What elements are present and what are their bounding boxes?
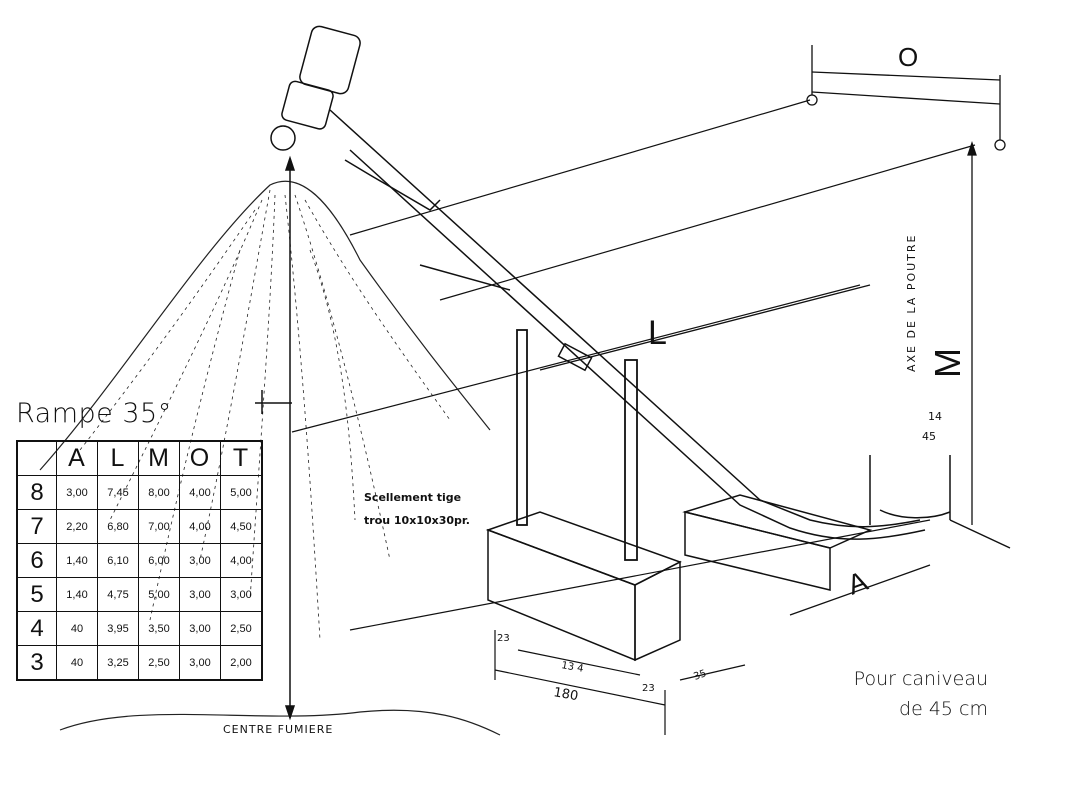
table-cell: 4,75 xyxy=(97,577,139,612)
dim-a xyxy=(789,564,931,616)
table-header-cell xyxy=(16,440,57,476)
dim-m xyxy=(967,140,977,525)
foundation-dims xyxy=(494,630,746,735)
table-cell: 3,00 xyxy=(179,543,221,578)
row-size: 4 xyxy=(16,611,57,646)
dim-l xyxy=(539,284,871,371)
table-cell: 6,80 xyxy=(97,509,139,544)
table-header-cell: O xyxy=(179,440,221,476)
table-cell: 6,10 xyxy=(97,543,139,578)
table-cell: 40 xyxy=(56,645,98,681)
label-14: 14 xyxy=(928,410,942,423)
label-scellement-1: Scellement tige xyxy=(364,491,461,504)
table-cell: 2,00 xyxy=(220,645,263,681)
gutter-note-line2: de 45 cm xyxy=(899,698,988,720)
table-cell: 3,50 xyxy=(138,611,180,646)
table-cell: 3,00 xyxy=(179,645,221,681)
row-size: 5 xyxy=(16,577,57,612)
table-cell: 2,20 xyxy=(56,509,98,544)
conveyor xyxy=(329,109,926,540)
table-cell: 2,50 xyxy=(220,611,263,646)
label-23-right: 23 xyxy=(642,683,655,694)
label-134: 13 4 xyxy=(560,660,584,675)
table-cell: 3,00 xyxy=(179,577,221,612)
table-cell: 4,00 xyxy=(220,543,263,578)
table-cell: 5,00 xyxy=(138,577,180,612)
table-cell: 4,00 xyxy=(179,475,221,510)
gutter xyxy=(869,455,1011,549)
table-cell: 4,00 xyxy=(179,509,221,544)
gutter-note: Pour caniveau de 45 cm xyxy=(828,664,988,724)
dim-o xyxy=(806,45,1006,151)
dim-h xyxy=(255,390,292,414)
label-a: A xyxy=(843,565,871,601)
table-cell: 8,00 xyxy=(138,475,180,510)
pillars xyxy=(516,329,638,561)
table-cell: 3,00 xyxy=(220,577,263,612)
label-o: O xyxy=(898,42,918,72)
table-cell: 5,00 xyxy=(220,475,263,510)
table-header-cell: M xyxy=(138,440,180,476)
rampe-title: Rampe 35° xyxy=(16,398,172,429)
table-cell: 2,50 xyxy=(138,645,180,681)
table-cell: 7,00 xyxy=(138,509,180,544)
label-axe-poutre: AXE DE LA POUTRE xyxy=(905,234,918,372)
motor xyxy=(270,25,361,151)
table-header-cell: L xyxy=(97,440,139,476)
row-size: 8 xyxy=(16,475,57,510)
foundation xyxy=(485,494,873,662)
table-cell: 6,00 xyxy=(138,543,180,578)
table-cell: 7,45 xyxy=(97,475,139,510)
table-cell: 3,00 xyxy=(56,475,98,510)
label-23-left: 23 xyxy=(497,633,510,644)
row-size: 3 xyxy=(16,645,57,681)
row-size: 7 xyxy=(16,509,57,544)
table-cell: 3,95 xyxy=(97,611,139,646)
table-cell: 1,40 xyxy=(56,543,98,578)
guide-lines xyxy=(291,99,976,631)
label-m: M xyxy=(927,348,968,378)
centre-axis xyxy=(284,155,296,721)
table-cell: 1,40 xyxy=(56,577,98,612)
label-35: 35 xyxy=(692,668,708,683)
table-header-cell: T xyxy=(220,440,263,476)
label-45: 45 xyxy=(922,430,936,443)
gutter-note-line1: Pour caniveau xyxy=(853,668,988,690)
table-cell: 4,50 xyxy=(220,509,263,544)
label-scellement-2: trou 10x10x30pr. xyxy=(364,514,470,527)
label-l: L xyxy=(648,314,667,352)
table-cell: 3,00 xyxy=(179,611,221,646)
label-centre-fumiere: CENTRE FUMIERE xyxy=(223,723,333,736)
table-cell: 40 xyxy=(56,611,98,646)
table-header-cell: A xyxy=(56,440,98,476)
table-cell: 3,25 xyxy=(97,645,139,681)
row-size: 6 xyxy=(16,543,57,578)
label-180: 180 xyxy=(552,685,579,704)
